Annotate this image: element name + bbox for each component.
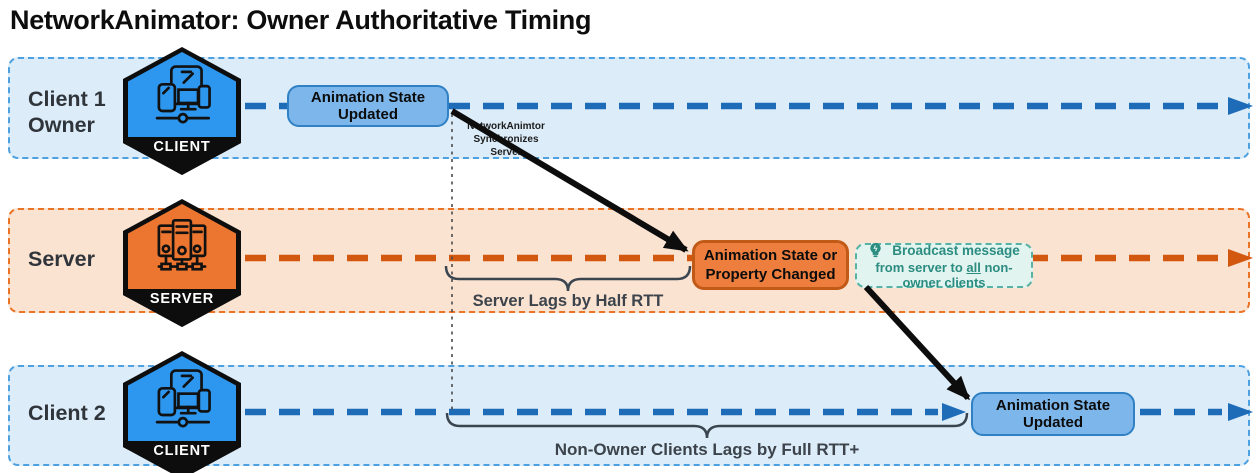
sync-note-line1: NetworkAnimtor	[467, 121, 545, 132]
server-state-changed-line2: Property Changed	[705, 266, 836, 283]
page-title: NetworkAnimator: Owner Authoritative Tim…	[10, 5, 592, 35]
broadcast-emphasis: all	[966, 259, 981, 275]
lane-label-client1-line1: Client 1	[28, 87, 106, 111]
sync-note: NetworkAnimtor Synchronizes Server	[458, 120, 554, 159]
server-state-changed-line1: Animation State or	[703, 247, 838, 264]
client-devices-icon	[155, 65, 211, 124]
server-lag-label: Server Lags by Half RTT	[472, 292, 664, 310]
client-devices-icon	[155, 369, 211, 428]
broadcast-line1: Broadcast message	[892, 242, 1020, 258]
lane-label-client2: Client 2	[28, 401, 106, 425]
sync-note-line2: Synchronizes	[473, 134, 539, 145]
client2-animation-state-updated-box: Animation State Updated	[971, 392, 1135, 436]
lane-label-client1-line2: Owner	[28, 113, 95, 137]
client1-hex-badge: CLIENT	[123, 47, 241, 175]
lane-label-client1: Client 1 Owner	[28, 86, 106, 138]
broadcast-line2: from server to all non-owner clients	[875, 259, 1013, 290]
broadcast-note-box: Broadcast message from server to all non…	[855, 242, 1033, 290]
lane-label-server: Server	[28, 247, 95, 271]
client1-animation-state-updated-box: Animation State Updated	[287, 85, 449, 127]
server-rack-icon	[157, 219, 207, 271]
sync-note-line3: Server	[490, 147, 522, 158]
client-lag-label: Non-Owner Clients Lags by Full RTT+	[554, 440, 860, 459]
lightbulb-icon	[870, 242, 881, 257]
server-state-changed-box: Animation State or Property Changed	[692, 240, 849, 290]
